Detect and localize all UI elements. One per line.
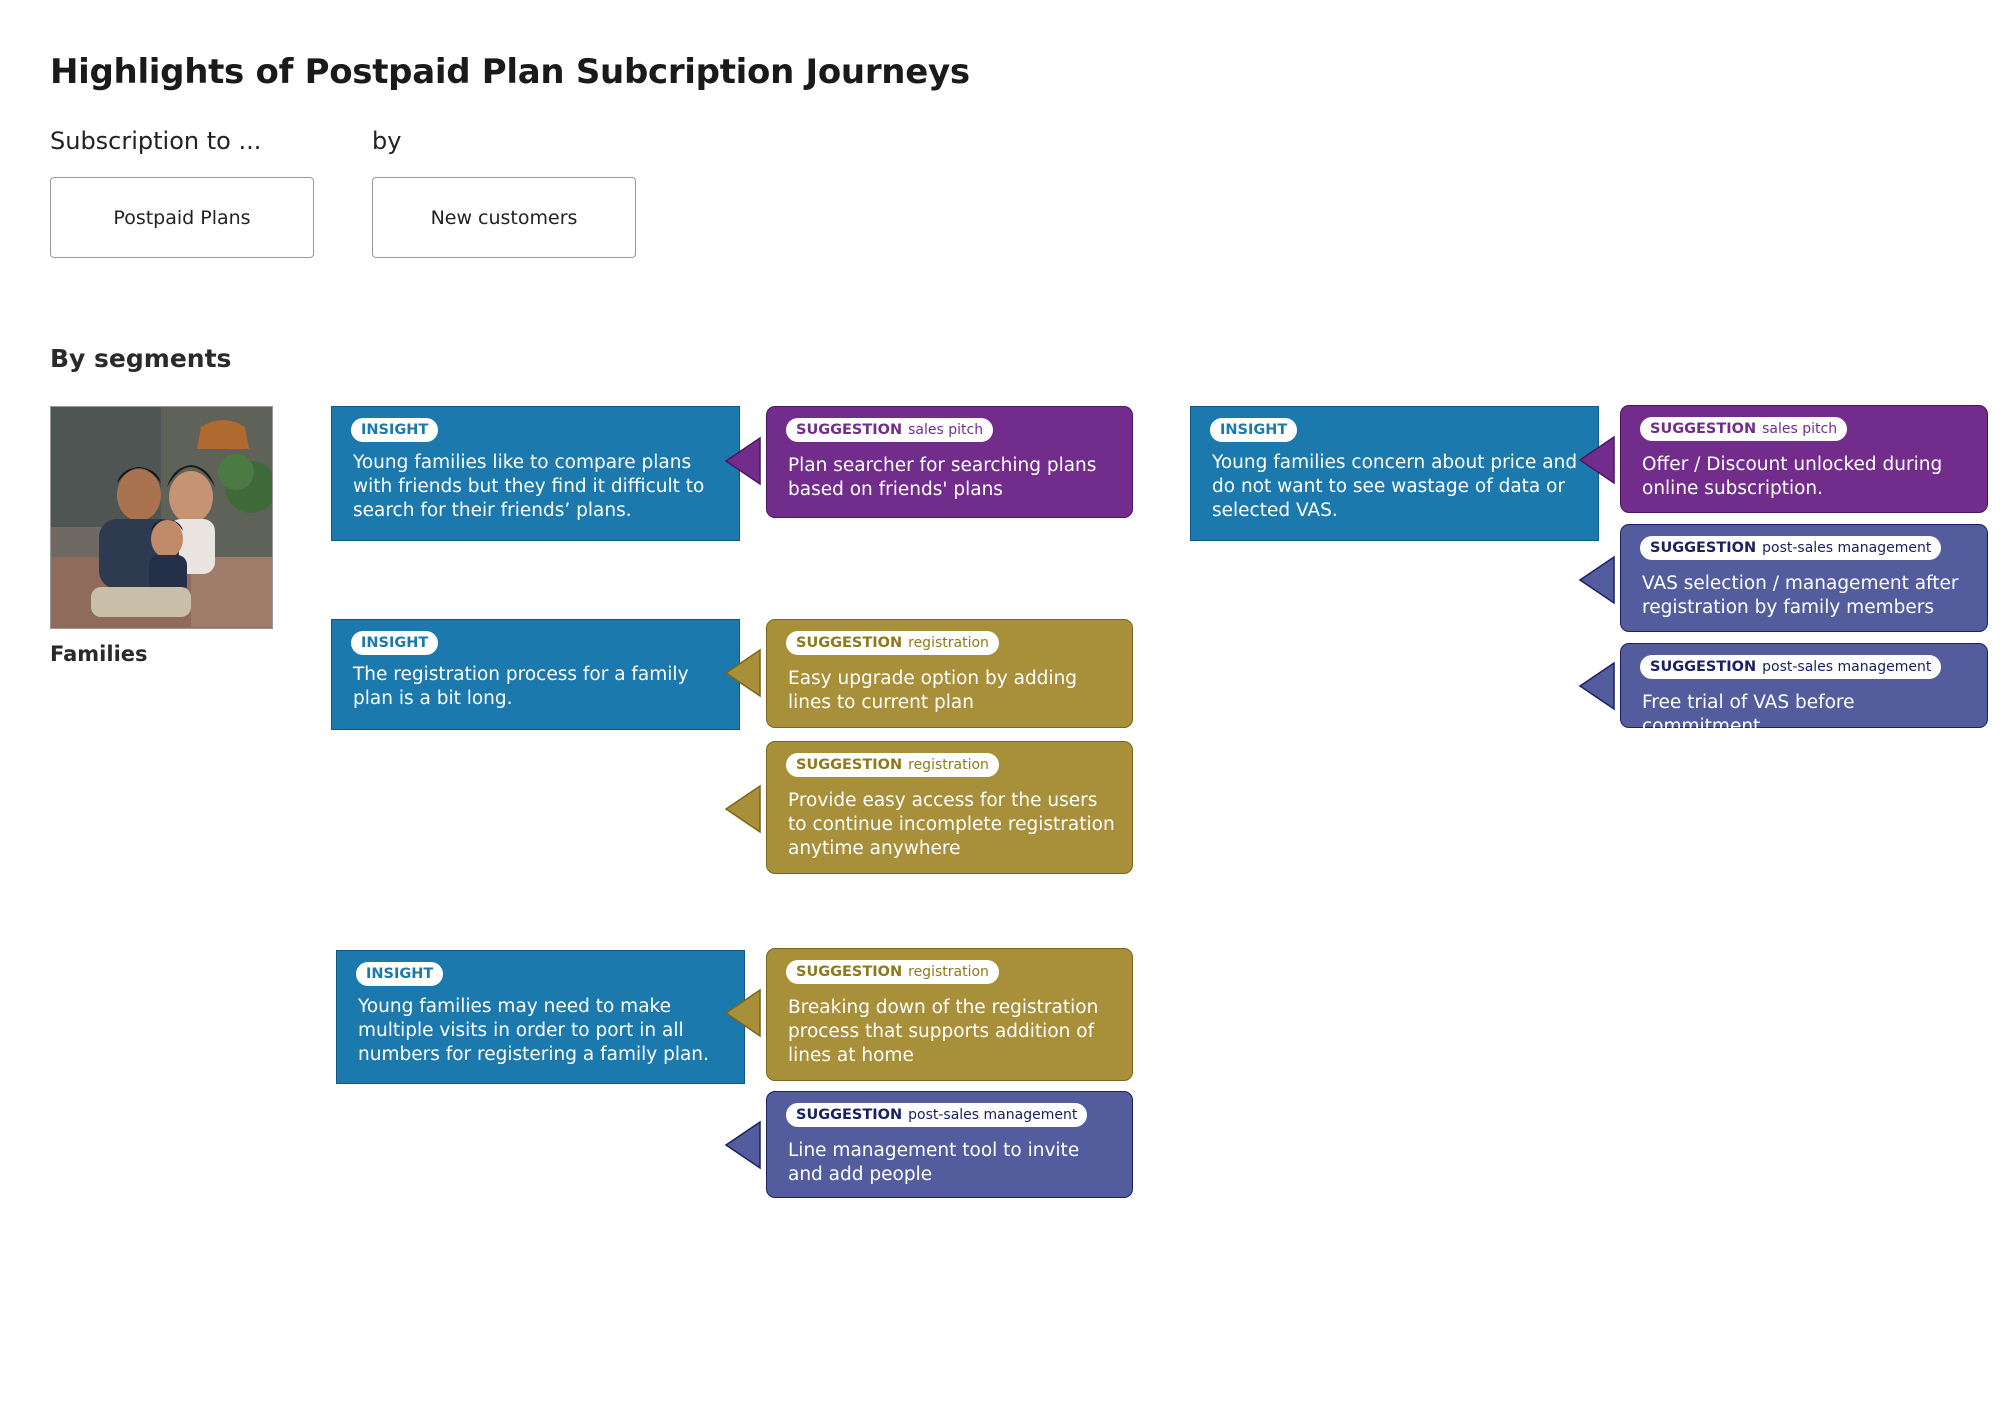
connector-arrow: [724, 784, 761, 834]
suggestion-card: SUGGESTION post-sales management Line man…: [766, 1091, 1133, 1198]
suggestion-category: post-sales management: [1762, 540, 1932, 556]
suggestion-tag: SUGGESTION post-sales management: [786, 1103, 1088, 1127]
family-photo: [50, 406, 273, 629]
suggestion-category: registration: [908, 757, 989, 773]
section-title: By segments: [50, 344, 232, 373]
insight-tag: INSIGHT: [356, 962, 444, 986]
suggestion-kind: SUGGESTION: [796, 964, 903, 980]
subscription-select[interactable]: Postpaid Plans: [50, 177, 314, 258]
segment-label: Families: [50, 642, 148, 666]
suggestion-tag: SUGGESTION sales pitch: [1640, 417, 1848, 441]
suggestion-text: Plan searcher for searching plans based …: [788, 455, 1097, 500]
insight-card: INSIGHT The registration process for a f…: [331, 619, 740, 730]
connector-arrow: [724, 436, 761, 486]
suggestion-text: Line management tool to invite and add p…: [788, 1140, 1080, 1185]
insight-tag: INSIGHT: [1210, 418, 1298, 442]
suggestion-tag: SUGGESTION sales pitch: [786, 418, 994, 442]
suggestion-tag: SUGGESTION registration: [786, 631, 999, 655]
suggestion-category: sales pitch: [908, 422, 984, 438]
insight-card: INSIGHT Young families may need to make …: [336, 950, 745, 1084]
customer-type-select-value: New customers: [430, 206, 578, 229]
suggestion-card: SUGGESTION registration Easy upgrade opti…: [766, 619, 1133, 728]
insight-card: INSIGHT Young families like to compare p…: [331, 406, 740, 541]
suggestion-category: registration: [908, 964, 989, 980]
connector-arrow: [1578, 435, 1615, 485]
suggestion-card: SUGGESTION post-sales management VAS sele…: [1620, 524, 1988, 632]
suggestion-text: Offer / Discount unlocked during online …: [1642, 454, 1943, 499]
suggestion-kind: SUGGESTION: [796, 422, 903, 438]
suggestion-kind: SUGGESTION: [796, 635, 903, 651]
suggestion-kind: SUGGESTION: [1650, 421, 1757, 437]
suggestion-kind: SUGGESTION: [796, 757, 903, 773]
suggestion-category: post-sales management: [908, 1107, 1078, 1123]
connector-arrow: [1578, 555, 1615, 605]
suggestion-text: Easy upgrade option by adding lines to c…: [788, 668, 1078, 713]
page-title: Highlights of Postpaid Plan Subcription …: [50, 52, 970, 92]
connector-arrow: [724, 1120, 761, 1170]
insight-text: Young families like to compare plans wit…: [353, 452, 705, 521]
suggestion-text: Breaking down of the registration proces…: [788, 997, 1099, 1066]
connector-arrow: [724, 648, 761, 698]
suggestion-tag: SUGGESTION post-sales management: [1640, 536, 1942, 560]
subscription-select-value: Postpaid Plans: [113, 206, 251, 229]
family-photo-image: [51, 407, 272, 628]
suggestion-tag: SUGGESTION post-sales management: [1640, 655, 1942, 679]
suggestion-category: post-sales management: [1762, 659, 1932, 675]
insight-text: Young families may need to make multiple…: [358, 996, 709, 1065]
suggestion-kind: SUGGESTION: [1650, 659, 1757, 675]
insight-text: The registration process for a family pl…: [353, 664, 689, 709]
suggestion-category: registration: [908, 635, 989, 651]
connector-arrow: [724, 988, 761, 1038]
insight-text: Young families concern about price and d…: [1212, 452, 1578, 521]
suggestion-text: VAS selection / management after registr…: [1642, 573, 1959, 618]
suggestion-text: Provide easy access for the users to con…: [788, 790, 1115, 859]
suggestion-card: SUGGESTION registration Breaking down of …: [766, 948, 1133, 1081]
suggestion-text: Free trial of VAS before commitment: [1642, 692, 1855, 737]
insight-card: INSIGHT Young families concern about pri…: [1190, 406, 1599, 541]
suggestion-card: SUGGESTION registration Provide easy acce…: [766, 741, 1133, 874]
subscription-label: Subscription to ...: [50, 127, 262, 155]
insight-tag: INSIGHT: [351, 631, 439, 655]
suggestion-tag: SUGGESTION registration: [786, 753, 999, 777]
suggestion-kind: SUGGESTION: [796, 1107, 903, 1123]
connector-arrow: [1578, 661, 1615, 711]
customer-type-select[interactable]: New customers: [372, 177, 636, 258]
insight-tag: INSIGHT: [351, 418, 439, 442]
by-label: by: [372, 127, 402, 155]
suggestion-tag: SUGGESTION registration: [786, 960, 999, 984]
suggestion-card: SUGGESTION sales pitch Offer / Discount u…: [1620, 405, 1988, 513]
suggestion-category: sales pitch: [1762, 421, 1838, 437]
suggestion-card: SUGGESTION sales pitch Plan searcher for …: [766, 406, 1133, 518]
suggestion-card: SUGGESTION post-sales management Free tri…: [1620, 643, 1988, 737]
suggestion-kind: SUGGESTION: [1650, 540, 1757, 556]
